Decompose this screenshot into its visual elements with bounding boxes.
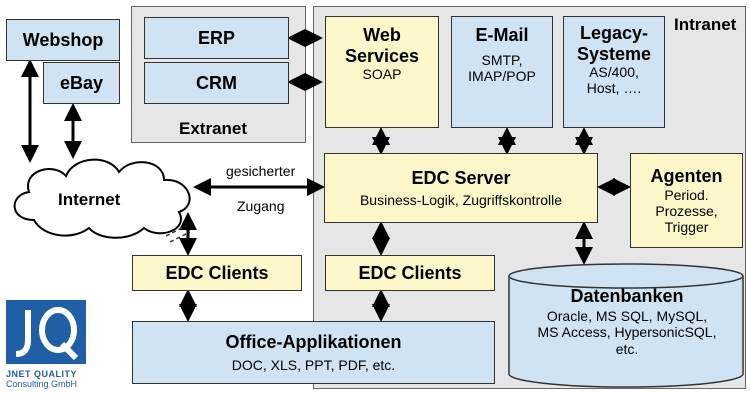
intranet-label: Intranet: [674, 15, 737, 34]
connection-label-line1: gesicherter: [226, 163, 296, 179]
legacy-sub-line2: Host, ….: [586, 80, 642, 97]
edc-server-box: EDC Server Business-Logik, Zugriffskontr…: [324, 153, 598, 223]
edc-clients-right-title: EDC Clients: [358, 262, 462, 283]
agenten-sub-line2: Prozesse,: [655, 202, 718, 219]
edc-clients-left-box: EDC Clients: [132, 255, 302, 291]
agenten-sub-line3: Trigger: [664, 218, 709, 235]
internet-cloud: [13, 158, 191, 239]
connection-label-line2: Zugang: [237, 198, 285, 214]
dashed-link-lines: [165, 225, 191, 243]
email-box: E-Mail SMTP, IMAP/POP: [451, 16, 553, 128]
web-services-title-line2: Services: [344, 45, 420, 66]
agenten-sub-line1: Period.: [664, 186, 709, 203]
logo-mark: [6, 300, 86, 364]
extranet-label: Extranet: [179, 119, 248, 138]
legacy-title-line1: Legacy-: [579, 23, 649, 43]
edc-clients-right-box: EDC Clients: [325, 255, 495, 291]
email-sub-line2: IMAP/POP: [468, 67, 536, 84]
web-services-box: Web Services SOAP: [325, 16, 439, 128]
agenten-title: Agenten: [650, 166, 723, 187]
legacy-systems-box: Legacy- Systeme AS/400, Host, ….: [563, 16, 665, 128]
datenbanken-sub-line1: Oracle, MS SQL, MySQL,: [546, 307, 708, 324]
datenbanken-sub-line3: etc.: [615, 341, 639, 358]
edc-server-title: EDC Server: [411, 167, 511, 188]
office-title: Office-Applikationen: [225, 332, 402, 353]
crm-box: CRM: [144, 62, 289, 104]
ebay-title: eBay: [59, 72, 104, 93]
logo-line2: Consulting GmbH: [6, 379, 78, 389]
legacy-sub-line1: AS/400,: [589, 64, 639, 81]
legacy-title-line2: Systeme: [576, 43, 652, 64]
edc-server-sub: Business-Logik, Zugriffskontrolle: [359, 192, 563, 209]
web-services-title-line1: Web: [363, 25, 401, 45]
erp-box: ERP: [144, 17, 289, 59]
datenbanken-title: Datenbanken: [570, 286, 684, 306]
agenten-box: Agenten Period. Prozesse, Trigger: [630, 153, 743, 248]
webshop-title: Webshop: [22, 29, 104, 50]
office-applications-box: Office-Applikationen DOC, XLS, PPT, PDF,…: [132, 321, 495, 384]
internet-label: Internet: [58, 190, 121, 209]
email-title: E-Mail: [475, 25, 529, 45]
datenbanken-text: Datenbanken Oracle, MS SQL, MySQL, MS Ac…: [507, 286, 747, 358]
edc-clients-left-title: EDC Clients: [165, 262, 269, 283]
webshop-box: Webshop: [6, 19, 120, 61]
datenbanken-cylinder: [508, 263, 744, 388]
web-services-sub: SOAP: [362, 66, 402, 83]
datenbanken-sub-line2: MS Access, HypersonicSQL,: [537, 324, 717, 341]
crm-title: CRM: [196, 72, 237, 93]
logo-line1: JNET QUALITY: [6, 369, 78, 379]
office-sub: DOC, XLS, PPT, PDF, etc.: [231, 356, 396, 373]
email-sub-line1: SMTP,: [481, 51, 523, 68]
erp-title: ERP: [197, 27, 235, 48]
ebay-box: eBay: [43, 62, 120, 104]
company-logo: JNET QUALITY Consulting GmbH: [6, 300, 92, 390]
